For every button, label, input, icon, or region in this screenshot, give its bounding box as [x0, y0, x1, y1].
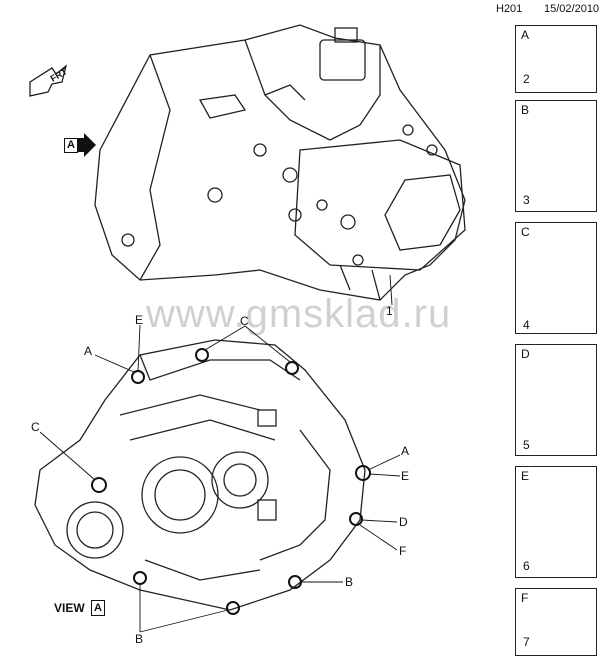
callout-right-f: F [399, 544, 407, 558]
panel-letter: D [521, 347, 530, 361]
panel-number: 4 [523, 318, 530, 332]
front-arrow-icon [29, 64, 68, 97]
callout-bottom-b-right: B [345, 575, 354, 589]
part-panel-a: A 2 [515, 25, 597, 93]
view-arrow-icon [78, 133, 96, 157]
callout-top-c: C [240, 314, 249, 328]
panel-letter: A [521, 28, 530, 42]
gearbox-assembly [94, 24, 466, 301]
panel-letter: C [521, 225, 530, 239]
part-number-1: 1 [386, 304, 393, 318]
callout-right-a: A [401, 444, 410, 458]
panel-number: 2 [523, 72, 530, 86]
callout-left-c: C [31, 420, 40, 434]
diagram-code: H201 [496, 3, 523, 15]
view-title-letter: A [91, 600, 105, 616]
view-a-arrow-label: A [64, 138, 78, 153]
callout-right-d: D [399, 515, 408, 529]
watermark: www.gmsklad.ru [146, 292, 452, 336]
panel-number: 6 [523, 559, 530, 573]
panel-letter: E [521, 469, 530, 483]
diagram-date: 15/02/2010 [544, 3, 600, 15]
leader-lines [39, 324, 401, 633]
callout-bottom-b-left: B [135, 632, 144, 646]
view-title: VIEW [54, 601, 85, 615]
part-panel-b: B 3 [515, 100, 597, 212]
callout-left-a: A [84, 344, 93, 358]
panel-number: 7 [523, 635, 530, 649]
panel-letter: F [521, 591, 529, 605]
housing-view-a [34, 339, 366, 611]
panel-number: 3 [523, 193, 530, 207]
part-panel-e: E 6 [515, 466, 597, 578]
part-panel-c: C 4 [515, 222, 597, 334]
panel-letter: B [521, 103, 530, 117]
callout-right-e: E [401, 469, 410, 483]
part-panel-f: F 7 [515, 588, 597, 656]
part-panel-d: D 5 [515, 344, 597, 456]
panel-number: 5 [523, 438, 530, 452]
callout-top-e: E [135, 313, 144, 327]
